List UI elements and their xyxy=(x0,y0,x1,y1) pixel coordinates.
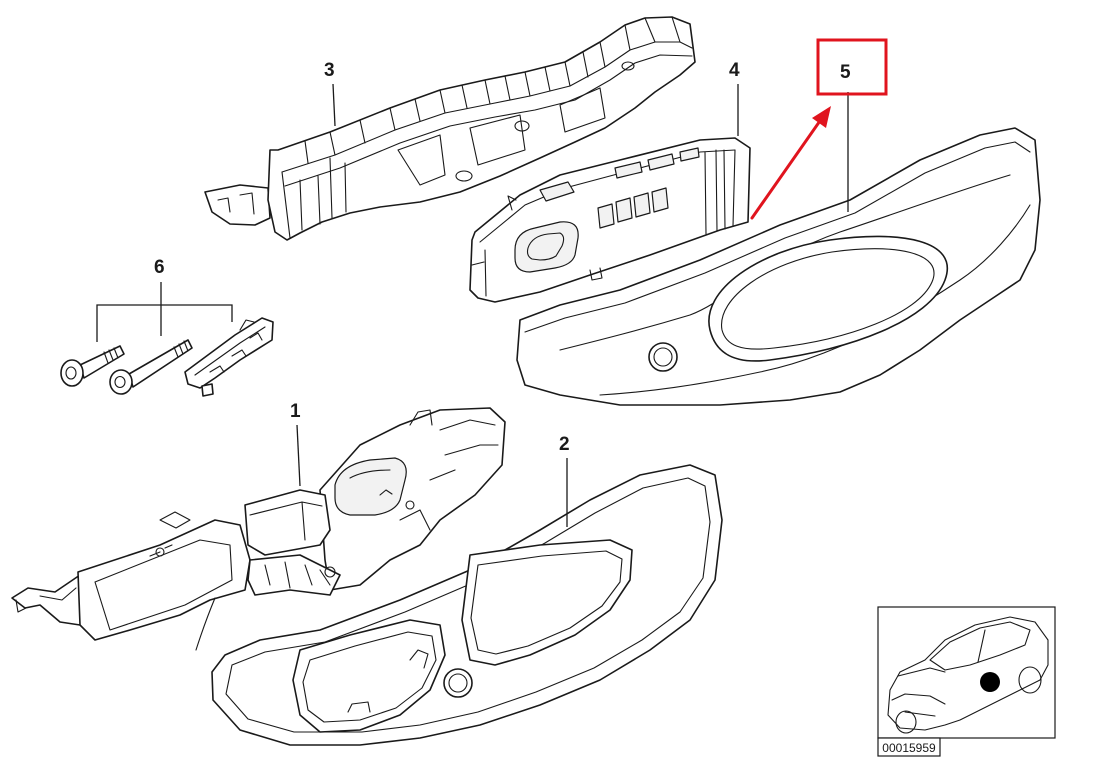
part-6-fasteners xyxy=(60,282,274,397)
part-3-web-cutout xyxy=(397,87,606,186)
part-6-screw-thread xyxy=(103,347,119,364)
part-1-fastener xyxy=(324,566,336,578)
car-location-thumbnail xyxy=(877,606,1056,739)
part-2-side-trim xyxy=(211,464,723,746)
part-6-screw-head xyxy=(109,369,133,395)
part-3-tab-detail xyxy=(217,192,255,215)
location-marker xyxy=(980,672,1000,692)
car-hood-lines xyxy=(891,667,946,717)
part-5-handle-recess xyxy=(708,235,948,362)
part-1-fastener xyxy=(155,547,165,557)
part-1-fastener xyxy=(405,500,415,510)
catalog-number: 00015959 xyxy=(882,741,936,755)
part-6-screw-short xyxy=(60,345,125,387)
part-5-release-button xyxy=(648,342,678,372)
part-6-screw-long xyxy=(109,339,193,395)
part-4-memory-button xyxy=(679,147,700,162)
part-4-end-face xyxy=(704,149,736,235)
part-1-lower-mechanism xyxy=(247,554,341,596)
part-2-upper-recess-inner xyxy=(470,550,623,655)
part-4-button xyxy=(633,192,651,218)
part-4-seat-adjust-knob xyxy=(526,232,565,261)
thumbnail-frame xyxy=(877,606,1056,739)
part-1-mechanism-detail xyxy=(264,561,331,589)
callout-4: 4 xyxy=(729,60,740,81)
part-4-switch-module xyxy=(469,137,751,303)
highlight-arrow-shaft xyxy=(750,116,824,220)
catalog-number-box xyxy=(877,737,941,757)
part-1-knob xyxy=(334,457,407,516)
car-rear-wheel xyxy=(1018,666,1042,694)
callout-5: 5 xyxy=(840,62,851,83)
part-3-rail-lower-edge xyxy=(284,54,693,187)
part-4-memory-button xyxy=(647,153,675,171)
part-3-bracket xyxy=(204,16,696,241)
part-5-side-trim xyxy=(516,127,1041,406)
part-5-handle-recess-inner xyxy=(721,248,935,350)
part-1-cable xyxy=(195,597,216,651)
car-windows xyxy=(929,621,1031,671)
part-1-cable-bracket xyxy=(11,574,87,626)
part-4-front-edge xyxy=(471,249,487,297)
part-6-screw-head xyxy=(60,359,84,387)
part-6-clip-pin xyxy=(201,383,214,397)
callout-2: 2 xyxy=(559,434,570,455)
part-2-inner-rim xyxy=(225,477,711,733)
part-6-bracket-line xyxy=(96,282,233,342)
part-6-clip-detail xyxy=(194,319,266,376)
part-2-release-button-inner xyxy=(448,673,468,693)
highlight-arrow-head xyxy=(812,106,831,128)
part-4-mount-tab xyxy=(507,195,603,281)
part-1-lower-housing xyxy=(77,519,251,641)
car-body-outline xyxy=(887,616,1049,731)
leader-line-1 xyxy=(296,424,301,487)
part-6-screw-thread xyxy=(173,340,189,358)
part-6-clip xyxy=(184,317,274,397)
part-6-screw-socket xyxy=(114,375,126,389)
part-4-top-face-edge xyxy=(479,149,736,243)
callout-1: 1 xyxy=(290,401,301,422)
part-6-screw-shaft xyxy=(128,339,193,388)
part-3-end-box xyxy=(281,157,347,239)
highlight-box xyxy=(816,38,888,96)
part-2-upper-recess xyxy=(461,539,633,666)
part-3-boss xyxy=(621,61,635,71)
part-2-cutout-inner xyxy=(302,631,437,723)
part-3-boss xyxy=(455,170,473,182)
part-1-upper-cover-detail xyxy=(399,409,499,531)
part-5-release-button-inner xyxy=(653,347,673,367)
part-4-button xyxy=(651,187,669,213)
car-front-wheel xyxy=(895,710,917,734)
part-4-memory-button xyxy=(614,161,643,179)
part-1-switch-box xyxy=(244,489,331,556)
part-1-cable-bracket-detail xyxy=(15,587,77,613)
part-4-button xyxy=(597,203,615,229)
part-2-lower-cutout xyxy=(292,619,446,733)
leader-line-3 xyxy=(332,83,336,127)
part-3-rib xyxy=(304,16,681,164)
part-2-clip-detail xyxy=(347,649,429,713)
part-1-switch-box-face xyxy=(249,501,323,541)
part-2-release-button xyxy=(443,668,473,698)
callout-6: 6 xyxy=(154,257,165,278)
callout-3: 3 xyxy=(324,60,335,81)
part-1-knob-detail xyxy=(349,469,393,496)
part-1-switch-assembly xyxy=(11,407,506,651)
part-1-housing-ribs xyxy=(149,511,191,557)
part-3-rail-ribs xyxy=(304,16,681,164)
part-4-backrest-switch xyxy=(539,181,575,202)
part-1-lower-housing-face xyxy=(94,539,233,631)
part-3-tab xyxy=(204,184,271,226)
part-5-top-edge xyxy=(524,141,1031,333)
part-6-clip-body xyxy=(184,317,274,389)
part-6-screw-socket xyxy=(65,366,77,380)
part-4-button xyxy=(615,197,633,223)
part-3-boss xyxy=(514,120,530,132)
